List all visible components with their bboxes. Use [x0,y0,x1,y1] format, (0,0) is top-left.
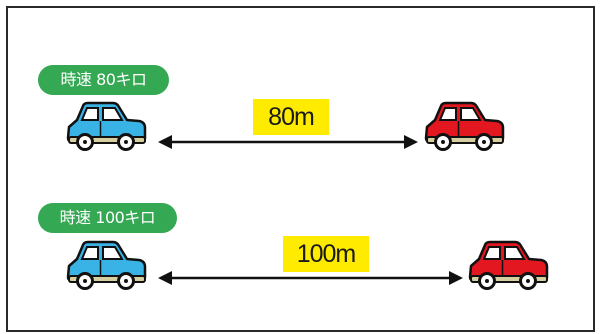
distance-label-row1: 80m [253,99,329,135]
car-rear-row1 [424,101,505,151]
car-rear-row2 [468,240,549,290]
distance-label-row2: 100m [283,236,369,272]
car-front-row2 [66,240,147,290]
speed-badge-row1: 時速 80キロ [38,65,169,95]
distance-arrow-row1 [158,135,418,149]
speed-badge-row2: 時速 100キロ [38,203,177,233]
car-front-row1 [66,101,147,151]
distance-arrow-row2 [158,271,463,285]
